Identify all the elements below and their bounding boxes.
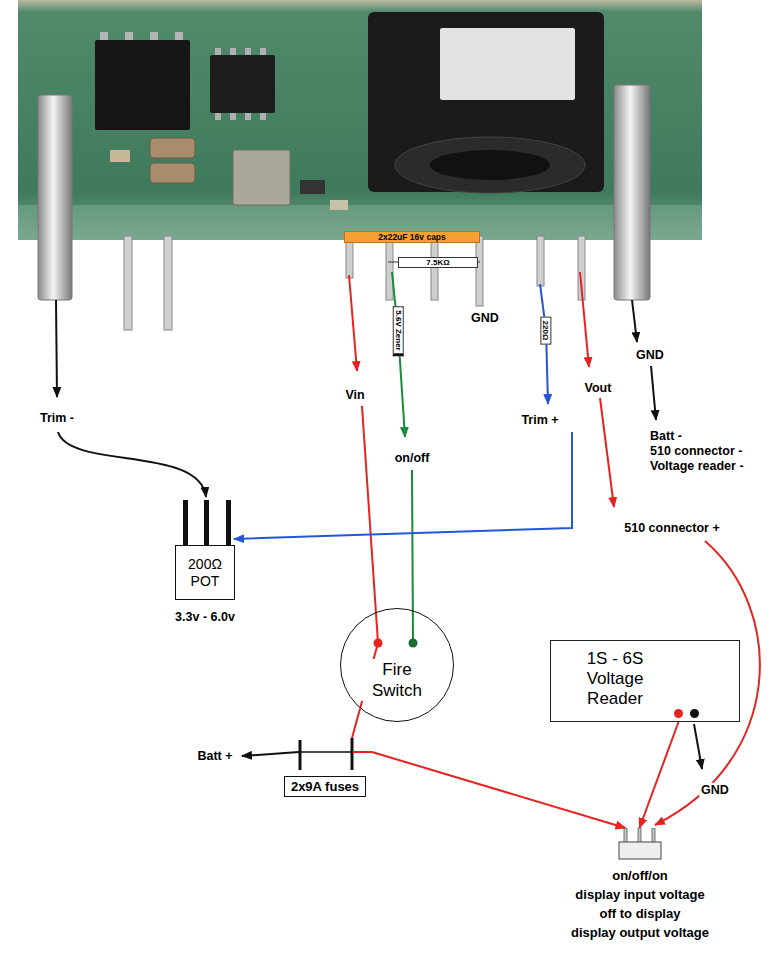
transformer-coil: [430, 150, 550, 180]
part-name: 2x9A fuses: [291, 779, 359, 794]
capacitor-band: 2x22uF 16v caps: [344, 231, 480, 243]
wire: [353, 751, 372, 753]
device-name: 1S - 6S Voltage Reader: [559, 649, 671, 709]
smd-component: [300, 180, 325, 194]
part-value: 5.6V Zener: [394, 310, 403, 350]
pin-label: GND: [634, 348, 666, 362]
potentiometer: 200Ω POT 3.3v - 6.0v: [175, 545, 235, 624]
fuse-link: [300, 751, 352, 753]
smd-component: [110, 150, 130, 162]
switch-symbol: [618, 828, 662, 860]
smd-component: [233, 150, 290, 205]
switch-note: display output voltage: [571, 923, 709, 942]
wire: [56, 300, 57, 397]
pin: [476, 236, 483, 306]
wire-connector: [352, 708, 360, 738]
range-note: 3.3v - 6.0v: [175, 610, 235, 624]
switch-note: display input voltage: [575, 885, 704, 904]
transformer-coil: [395, 137, 585, 193]
wire: [580, 272, 589, 367]
smd-capacitor: [150, 163, 195, 183]
wire: [242, 752, 299, 756]
ic-leg: [125, 32, 133, 40]
ic-leg: [150, 32, 158, 40]
part-value: 7.5KΩ: [402, 258, 474, 267]
wire: [58, 432, 206, 497]
wire: [694, 724, 702, 769]
ic-leg: [260, 48, 266, 55]
pin-label: Vin: [343, 388, 366, 402]
pot-body: 200Ω POT: [175, 545, 235, 600]
fuse-block: 2x9A fuses: [278, 738, 372, 797]
pin-label: GND: [699, 783, 731, 797]
switch-note: on/off/on: [612, 866, 668, 885]
pot-pin: [183, 500, 188, 546]
terminal-dot: [674, 709, 683, 718]
switch-body: [619, 842, 661, 859]
part-value: 220Ω: [541, 320, 550, 340]
pin-label: on/off: [393, 451, 432, 465]
terminal-dot: [690, 709, 699, 718]
resistor-symbol: 7.5KΩ: [398, 257, 478, 268]
metal-pin: [38, 95, 72, 300]
ic-leg: [100, 32, 108, 40]
wire: [651, 366, 656, 420]
ic-leg: [215, 113, 221, 120]
part-name: 200Ω POT: [178, 556, 232, 590]
pin-label: Voltage reader -: [648, 459, 746, 473]
part-value: 2x22uF 16v caps: [349, 232, 475, 242]
wire: [349, 275, 357, 371]
ic-leg: [245, 48, 251, 55]
smd-capacitor: [150, 138, 195, 158]
pot-pin: [204, 500, 209, 546]
pin-label: 510 connector +: [622, 521, 722, 535]
resistor-symbol: 220Ω: [540, 316, 551, 344]
pin: [431, 236, 438, 300]
toggle-switch: on/off/ondisplay input voltageoff to dis…: [571, 828, 709, 942]
voltage-reader-box: 1S - 6S Voltage Reader: [550, 640, 740, 722]
smd-component: [330, 200, 348, 210]
wire: [600, 398, 614, 507]
switch-note: off to display: [600, 904, 681, 923]
fuse-box: 2x9A fuses: [284, 776, 366, 797]
pin-label: Batt -: [648, 429, 684, 443]
transformer-sticker: [440, 28, 575, 100]
ic-leg: [230, 48, 236, 55]
wire: [362, 406, 378, 643]
fuse-bar: [351, 738, 354, 770]
transformer: [368, 12, 604, 192]
pin: [164, 236, 172, 330]
wire-connector: [372, 752, 626, 828]
pin-label: Vout: [583, 381, 614, 395]
pin: [124, 236, 132, 330]
ic-chip: [210, 55, 275, 113]
ic-leg: [245, 113, 251, 120]
terminal-dot: [409, 639, 418, 648]
pin: [386, 236, 393, 300]
ic-leg: [175, 32, 183, 40]
ic-leg: [260, 113, 266, 120]
pin-label: Batt +: [195, 749, 234, 763]
wire: [412, 470, 413, 643]
pin-label: Trim -: [38, 411, 76, 425]
pin: [537, 236, 544, 286]
wire: [632, 300, 637, 342]
ic-leg: [230, 113, 236, 120]
metal-pin: [614, 85, 650, 300]
pin-label: 510 connector -: [648, 444, 744, 458]
pin-label: GND: [469, 311, 501, 325]
switch-name: Fire Switch: [359, 659, 435, 701]
switch-circle: Fire Switch: [340, 608, 454, 722]
ic-chip: [95, 40, 190, 130]
pot-pin: [226, 500, 231, 546]
wire: [234, 432, 572, 539]
wire-connector: [640, 722, 679, 828]
ic-leg: [215, 48, 221, 55]
pcb-board: [18, 0, 702, 240]
fuse-symbol: [278, 738, 372, 774]
fuse-bar: [299, 740, 302, 770]
zener-symbol: 5.6V Zener: [393, 306, 404, 356]
pin-label: Trim +: [519, 413, 560, 427]
